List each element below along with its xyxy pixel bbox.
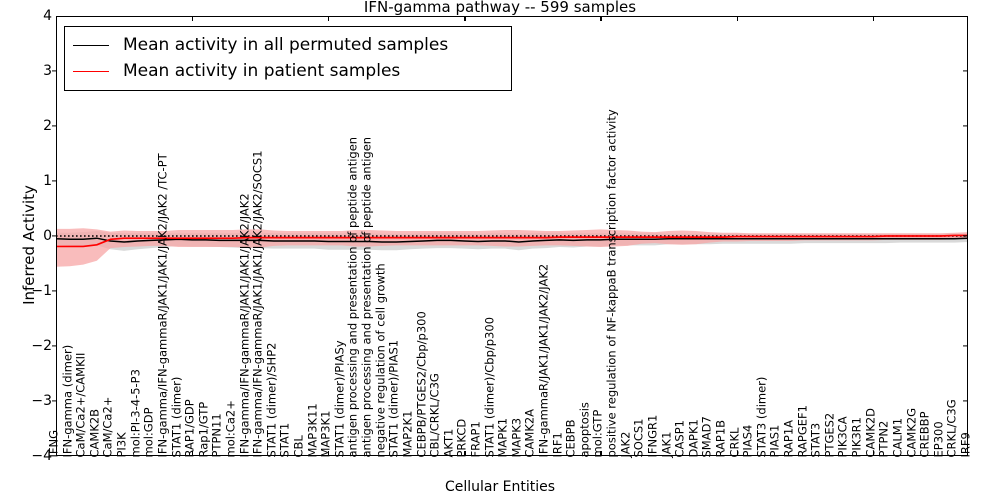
y-tick-mark	[963, 290, 968, 292]
x-tick-mark	[736, 451, 738, 456]
x-tick-mark	[56, 451, 58, 456]
legend-label-patient: Mean activity in patient samples	[123, 61, 401, 81]
y-tick-mark	[52, 290, 57, 292]
permuted-mean-line	[56, 237, 968, 243]
legend: Mean activity in all permuted samples Me…	[64, 26, 512, 91]
y-tick-mark	[52, 180, 57, 182]
y-tick-mark	[52, 400, 57, 402]
patient-mean-line	[56, 234, 968, 248]
x-tick-mark	[192, 451, 194, 456]
x-axis-label: Cellular Entities	[444, 479, 556, 495]
y-tick-label: −4	[31, 448, 52, 464]
x-tick-mark	[600, 16, 602, 21]
x-tick-mark	[600, 451, 602, 456]
y-tick-mark	[963, 400, 968, 402]
x-tick-mark	[872, 16, 874, 21]
plot-area	[56, 16, 968, 456]
x-tick-mark	[736, 16, 738, 21]
chart-title: IFN-gamma pathway -- 599 samples	[363, 0, 637, 16]
legend-item-permuted: Mean activity in all permuted samples	[73, 32, 501, 58]
legend-line-red-icon	[73, 70, 109, 72]
y-tick-label: 1	[43, 173, 52, 189]
x-tick-mark	[328, 16, 330, 21]
legend-line-black-icon	[73, 44, 109, 46]
x-tick-mark	[464, 16, 466, 21]
x-tick-mark	[192, 16, 194, 21]
y-tick-mark	[52, 345, 57, 347]
y-tick-mark	[963, 180, 968, 182]
y-tick-mark	[52, 125, 57, 127]
y-tick-label: 4	[43, 8, 52, 24]
legend-item-patient: Mean activity in patient samples	[73, 58, 501, 84]
y-tick-mark	[963, 70, 968, 72]
x-tick-mark	[56, 16, 58, 21]
y-tick-label: −1	[31, 283, 52, 299]
y-axis-label: Inferred Activity	[20, 185, 38, 305]
series-canvas	[56, 228, 968, 267]
y-tick-label: 3	[43, 63, 52, 79]
y-tick-label: −2	[31, 338, 52, 354]
y-tick-label: −3	[31, 393, 52, 409]
x-tick-mark	[328, 451, 330, 456]
x-tick-mark	[464, 451, 466, 456]
y-tick-mark	[963, 235, 968, 237]
y-tick-label: 0	[43, 228, 52, 244]
y-tick-label: 2	[43, 118, 52, 134]
y-tick-mark	[52, 70, 57, 72]
y-tick-mark	[963, 345, 968, 347]
x-tick-mark	[872, 451, 874, 456]
y-tick-mark	[52, 235, 57, 237]
legend-label-permuted: Mean activity in all permuted samples	[123, 35, 449, 55]
y-tick-mark	[963, 125, 968, 127]
